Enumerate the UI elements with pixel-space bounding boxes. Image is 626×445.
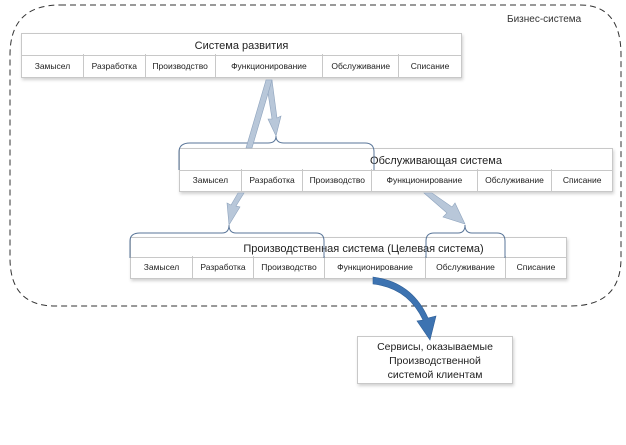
stage-retirement: Списание xyxy=(562,175,602,185)
services-line-3: системой клиентам xyxy=(387,369,483,381)
stage-retirement: Списание xyxy=(516,262,556,272)
services-line-2: Производственной xyxy=(389,355,481,367)
stage-production: Производство xyxy=(254,256,325,278)
stage-production: Производство xyxy=(303,169,373,191)
stage-development: Разработка xyxy=(84,54,146,77)
support-system-table: Обслуживающая система Замысел Разработка… xyxy=(179,148,613,192)
stage-operation: Функционирование xyxy=(372,169,478,191)
stage-operation: Функционирование xyxy=(216,54,324,77)
stage-operation: Функционирование xyxy=(325,256,426,278)
business-system-dashed-outline xyxy=(9,4,622,307)
business-system-label: Бизнес-система xyxy=(507,14,582,25)
services-line-1: Сервисы, оказываемые xyxy=(377,341,493,353)
services-box: Сервисы, оказываемые Производственной си… xyxy=(357,336,513,384)
development-system-title: Система развития xyxy=(22,34,461,56)
production-system-title: Производственная система (Целевая систем… xyxy=(131,238,566,258)
production-system-table: Производственная система (Целевая систем… xyxy=(130,237,567,279)
development-system-table: Система развития Замысел Разработка Прои… xyxy=(21,33,462,78)
stage-development: Разработка xyxy=(242,169,304,191)
stage-development: Разработка xyxy=(193,256,254,278)
stage-concept: Замысел xyxy=(180,169,242,191)
stage-concept: Замысел xyxy=(131,256,193,278)
stage-retirement: Списание xyxy=(410,60,450,71)
stage-maintenance: Обслуживание xyxy=(323,54,400,77)
stage-production: Производство xyxy=(146,54,216,77)
support-system-title: Обслуживающая система xyxy=(180,149,612,171)
stage-concept: Замысел xyxy=(22,54,84,77)
stage-maintenance: Обслуживание xyxy=(426,256,506,278)
stage-maintenance: Обслуживание xyxy=(478,169,553,191)
